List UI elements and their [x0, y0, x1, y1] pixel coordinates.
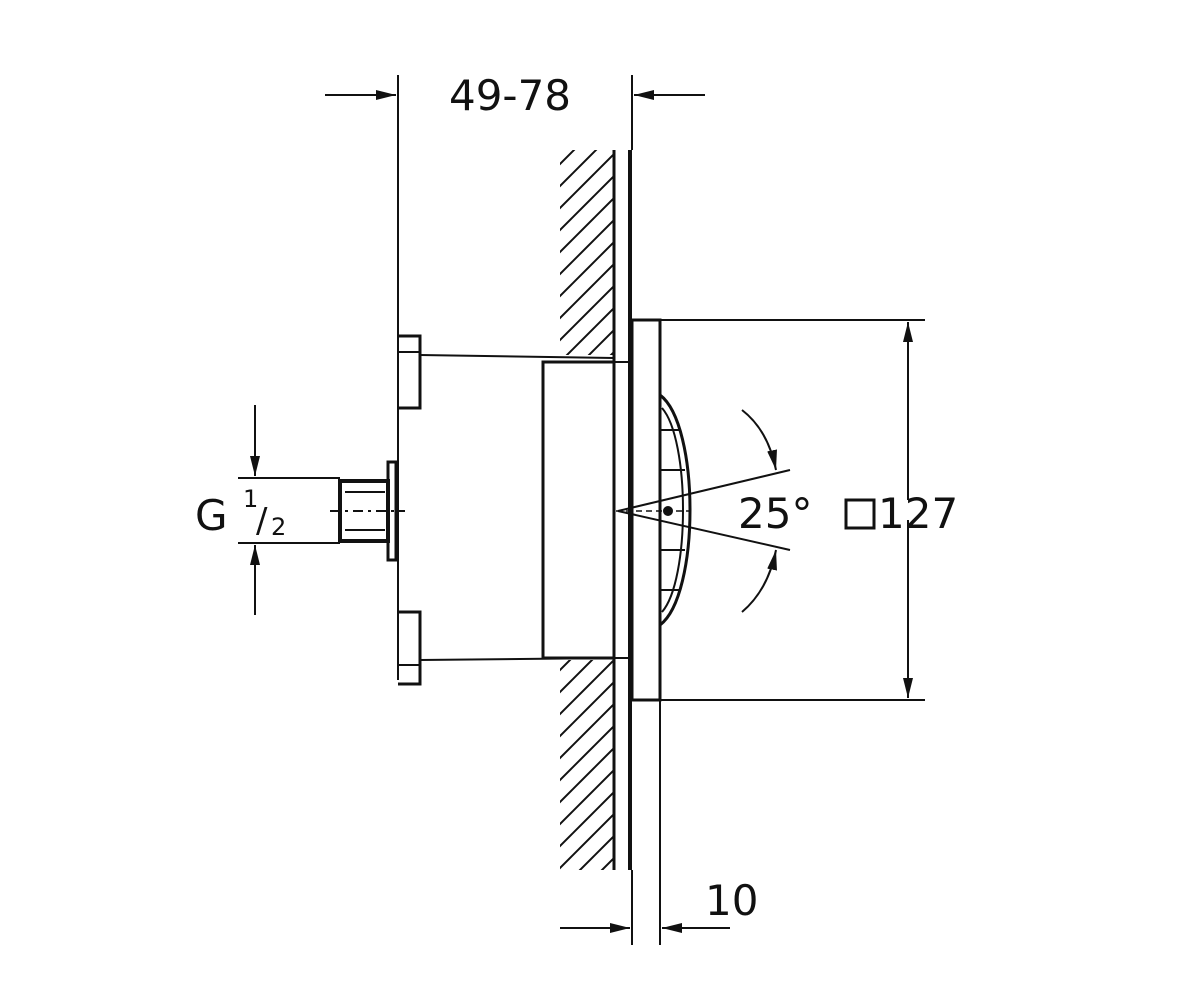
angle-label: 25°: [738, 489, 812, 538]
thread-prefix-label: G: [195, 491, 228, 540]
face-plate: [630, 318, 662, 702]
wall-hatch-upper: [560, 150, 614, 355]
square-dimension-icon: [844, 498, 876, 530]
thread-denominator-label: 2: [271, 513, 286, 541]
housing-top-edge: [419, 354, 615, 359]
flange-area: [388, 333, 420, 683]
dimension-plate-thickness: 10: [560, 700, 758, 945]
shower-head: [616, 318, 925, 702]
housing-sleeve: [541, 360, 616, 660]
dimension-depth: 49-78: [325, 71, 705, 340]
valve-body: [330, 333, 630, 686]
angle-ray-lower: [617, 510, 791, 551]
thread-numerator-label: 1: [243, 485, 258, 513]
wall-hatch-lower: [560, 660, 614, 870]
wall-section: [560, 150, 632, 870]
dimension-angle: 25°: [617, 409, 812, 613]
thickness-label: 10: [705, 876, 758, 925]
angle-ray-upper: [617, 469, 791, 512]
depth-range-label: 49-78: [449, 71, 571, 120]
face-size-label: 127: [878, 489, 958, 538]
thread-slash-label: /: [256, 501, 268, 541]
angle-arrow-upper: [741, 409, 777, 471]
angle-arrow-lower: [741, 549, 777, 613]
upper-bolt: [398, 334, 422, 410]
dimension-face-size: 127: [844, 322, 958, 698]
dimension-thread: G 1 / 2: [195, 405, 340, 615]
lower-bolt: [398, 610, 422, 686]
spray-nozzle: [659, 393, 692, 627]
